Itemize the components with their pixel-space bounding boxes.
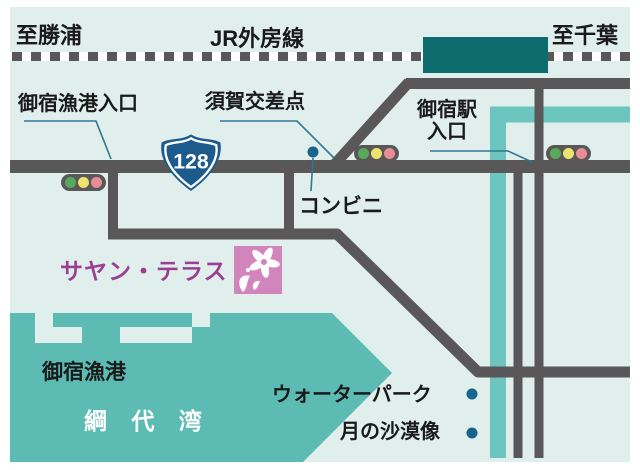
traffic-light-red: [91, 177, 102, 188]
traffic-light-green: [65, 177, 76, 188]
label-suga-intersection: 須賀交差点: [205, 91, 305, 113]
label-fishing-port: 御宿漁港: [42, 361, 126, 384]
label-bay-name: 綱 代 湾: [84, 408, 211, 434]
route-shield-shape: [161, 134, 221, 191]
traffic-light-green: [358, 148, 369, 159]
label-convenience-store: コンビニ: [299, 195, 383, 218]
label-station-entrance: 御宿駅 入口: [403, 99, 491, 143]
label-water-park: ウォーターパーク: [272, 384, 432, 406]
traffic-light-icon: [61, 174, 106, 191]
label-moon-desert-statue: 月の沙漠像: [340, 421, 440, 443]
traffic-light-yellow: [78, 177, 89, 188]
poi-dots: [307, 146, 478, 439]
traffic-light-red: [576, 148, 587, 159]
traffic-light-yellow: [371, 148, 382, 159]
water-park-dot: [466, 388, 478, 400]
label-station-entrance-line1: 御宿駅: [417, 99, 477, 121]
station-rect: [423, 37, 548, 73]
roads: [10, 78, 630, 458]
convenience-store-dot: [307, 146, 319, 158]
bay-water: [10, 313, 392, 462]
route-shield-number: 128: [173, 149, 209, 173]
flower-logo-icon: [234, 246, 282, 294]
harbor-piers: [35, 313, 210, 343]
traffic-light-icon: [354, 145, 399, 162]
traffic-light-green: [550, 148, 561, 159]
traffic-light-red: [384, 148, 395, 159]
label-to-katsuura: 至勝浦: [16, 23, 83, 48]
label-rail-line: JR外房線: [210, 26, 305, 51]
label-fishing-port-entrance: 御宿漁港入口: [18, 93, 138, 115]
route-128-shield: 128: [157, 133, 225, 193]
traffic-light-icon: [546, 145, 591, 162]
moon-desert-statue-dot: [466, 427, 478, 439]
route-shield-border: [164, 136, 218, 189]
station-access-band: [490, 106, 630, 458]
traffic-light-yellow: [563, 148, 574, 159]
label-brand-name: サヤン・テラス: [60, 258, 228, 284]
pointer-lines: [24, 120, 533, 192]
label-to-chiba: 至千葉: [552, 23, 619, 48]
label-station-entrance-line2: 入口: [427, 121, 467, 143]
